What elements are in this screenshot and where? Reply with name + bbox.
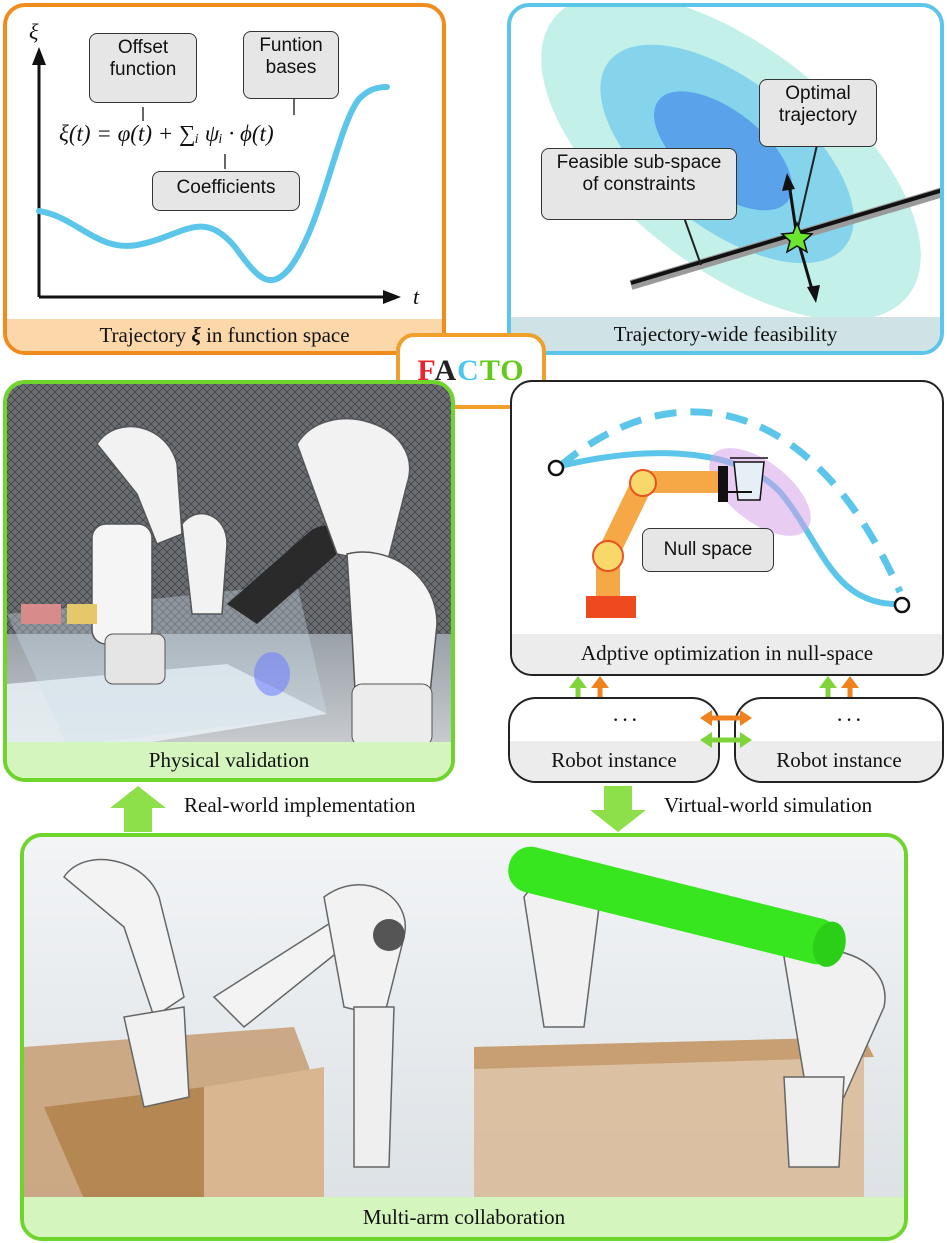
- physical-validation-panel: Physical validation: [3, 380, 455, 782]
- function-space-caption: Trajectory ξ in function space: [7, 319, 442, 351]
- feasibility-caption: Trajectory-wide feasibility: [511, 317, 940, 351]
- instance-exchange-arrows: [700, 710, 752, 748]
- robot-instance-dots: ···: [836, 707, 864, 732]
- multi-arm-panel: Multi-arm collaboration: [20, 833, 908, 1241]
- physical-validation-caption: Physical validation: [7, 742, 451, 778]
- physical-robot-photo: [7, 384, 451, 746]
- real-world-up-arrow: [110, 786, 166, 832]
- robot-instance-left: ··· Robot instance: [508, 697, 720, 783]
- trajectory-equation: ξ(t) = φ(t) + ∑ᵢ ψᵢ · ϕ(t): [59, 121, 274, 146]
- optimal-trajectory-bubble: Optimal trajectory: [759, 79, 877, 147]
- virtual-world-label: Virtual-world simulation: [664, 793, 873, 817]
- instance-arrow-green: [700, 732, 752, 748]
- nullspace-diagram: [547, 408, 911, 618]
- multi-arm-caption: Multi-arm collaboration: [24, 1197, 904, 1237]
- coefficients-bubble: Coefficients: [152, 171, 300, 211]
- instance-arrow-orange: [700, 710, 752, 726]
- robot-instance-right: ··· Robot instance: [734, 697, 944, 783]
- feasible-subspace-bubble: Feasible sub-space of constraints: [541, 148, 737, 220]
- feasibility-panel: Optimal trajectory Feasible sub-space of…: [507, 3, 944, 355]
- brand-letter-c: C: [457, 354, 480, 387]
- robot-instance-label: Robot instance: [736, 741, 942, 781]
- robot-instance-dots: ···: [612, 707, 640, 732]
- brand-letter-a: A: [434, 354, 458, 387]
- virtual-world-down-arrow: [590, 786, 646, 832]
- nullspace-caption: Adptive optimization in null-space: [512, 634, 942, 674]
- nullspace-panel: Null space Adptive optimization in null-…: [510, 380, 944, 676]
- real-world-label: Real-world implementation: [184, 793, 416, 817]
- function-space-panel: ξ t Offset function Funtion bases ξ(t) =…: [3, 3, 446, 355]
- axis-x-label: t: [413, 284, 420, 309]
- function-space-plot: [32, 47, 401, 304]
- robot-instance-label: Robot instance: [510, 741, 718, 781]
- multi-arm-render: [24, 837, 904, 1199]
- null-space-bubble: Null space: [642, 528, 774, 572]
- brand-letter-t: T: [479, 354, 501, 387]
- axis-y-label: ξ: [29, 19, 39, 44]
- brand-letter-o: O: [500, 354, 525, 387]
- offset-function-bubble: Offset function: [89, 33, 197, 103]
- brand-letter-f: F: [417, 354, 435, 387]
- function-bases-bubble: Funtion bases: [243, 31, 339, 99]
